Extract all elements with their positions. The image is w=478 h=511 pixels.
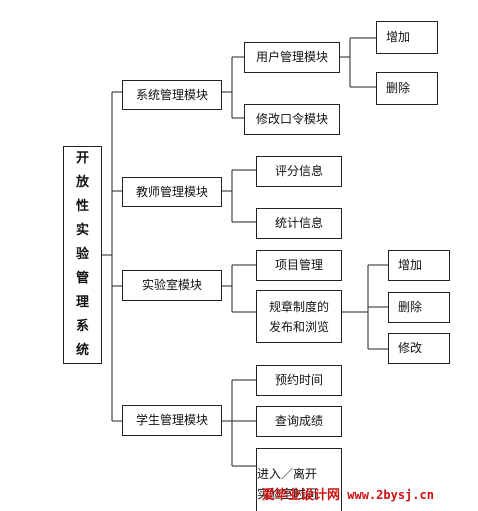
lab-entry-exit-time-box: 进入／离开 实验室时间	[256, 448, 342, 511]
system-module-box: 系统管理模块	[122, 80, 222, 110]
site-watermark: 爱毕业设计网 www.2bysj.cn	[262, 484, 434, 503]
user-mgmt-module-box: 用户管理模块	[244, 42, 340, 73]
user-add-box: 增加	[376, 21, 438, 54]
root-system-box: 开 放 性 实 验 管 理 系 统	[63, 146, 102, 364]
statistics-info-box: 统计信息	[256, 208, 342, 239]
rules-add-box: 增加	[388, 250, 450, 281]
root-char-8: 系	[75, 319, 89, 334]
booking-time-box: 预约时间	[256, 365, 342, 396]
project-mgmt-box: 项目管理	[256, 250, 342, 281]
student-module-box: 学生管理模块	[122, 405, 222, 436]
teacher-module-box: 教师管理模块	[122, 177, 222, 207]
rules-modify-box: 修改	[388, 333, 450, 364]
change-password-module-box: 修改口令模块	[244, 104, 340, 135]
lab-module-box: 实验室模块	[122, 270, 222, 301]
watermark-url: www.2bysj.cn	[347, 488, 434, 502]
grading-info-box: 评分信息	[256, 156, 342, 187]
root-char-6: 管	[75, 271, 89, 286]
root-char-4: 实	[75, 223, 89, 238]
lab-time-line-2: 实验室时间	[257, 487, 318, 501]
rules-line-1: 规章制度的	[268, 299, 329, 314]
root-char-7: 理	[75, 295, 89, 310]
lab-time-line-1: 进入／离开	[257, 467, 318, 481]
rules-publish-box: 规章制度的 发布和浏览	[256, 290, 342, 343]
root-char-1: 开	[75, 151, 89, 166]
rules-line-2: 发布和浏览	[268, 319, 329, 334]
watermark-cn: 爱毕业设计网	[262, 488, 341, 503]
query-grades-box: 查询成绩	[256, 406, 342, 437]
root-char-9: 统	[75, 343, 89, 358]
root-char-2: 放	[75, 175, 89, 190]
root-char-3: 性	[75, 199, 89, 214]
rules-delete-box: 删除	[388, 292, 450, 323]
root-char-5: 验	[75, 247, 89, 262]
user-delete-box: 删除	[376, 72, 438, 105]
